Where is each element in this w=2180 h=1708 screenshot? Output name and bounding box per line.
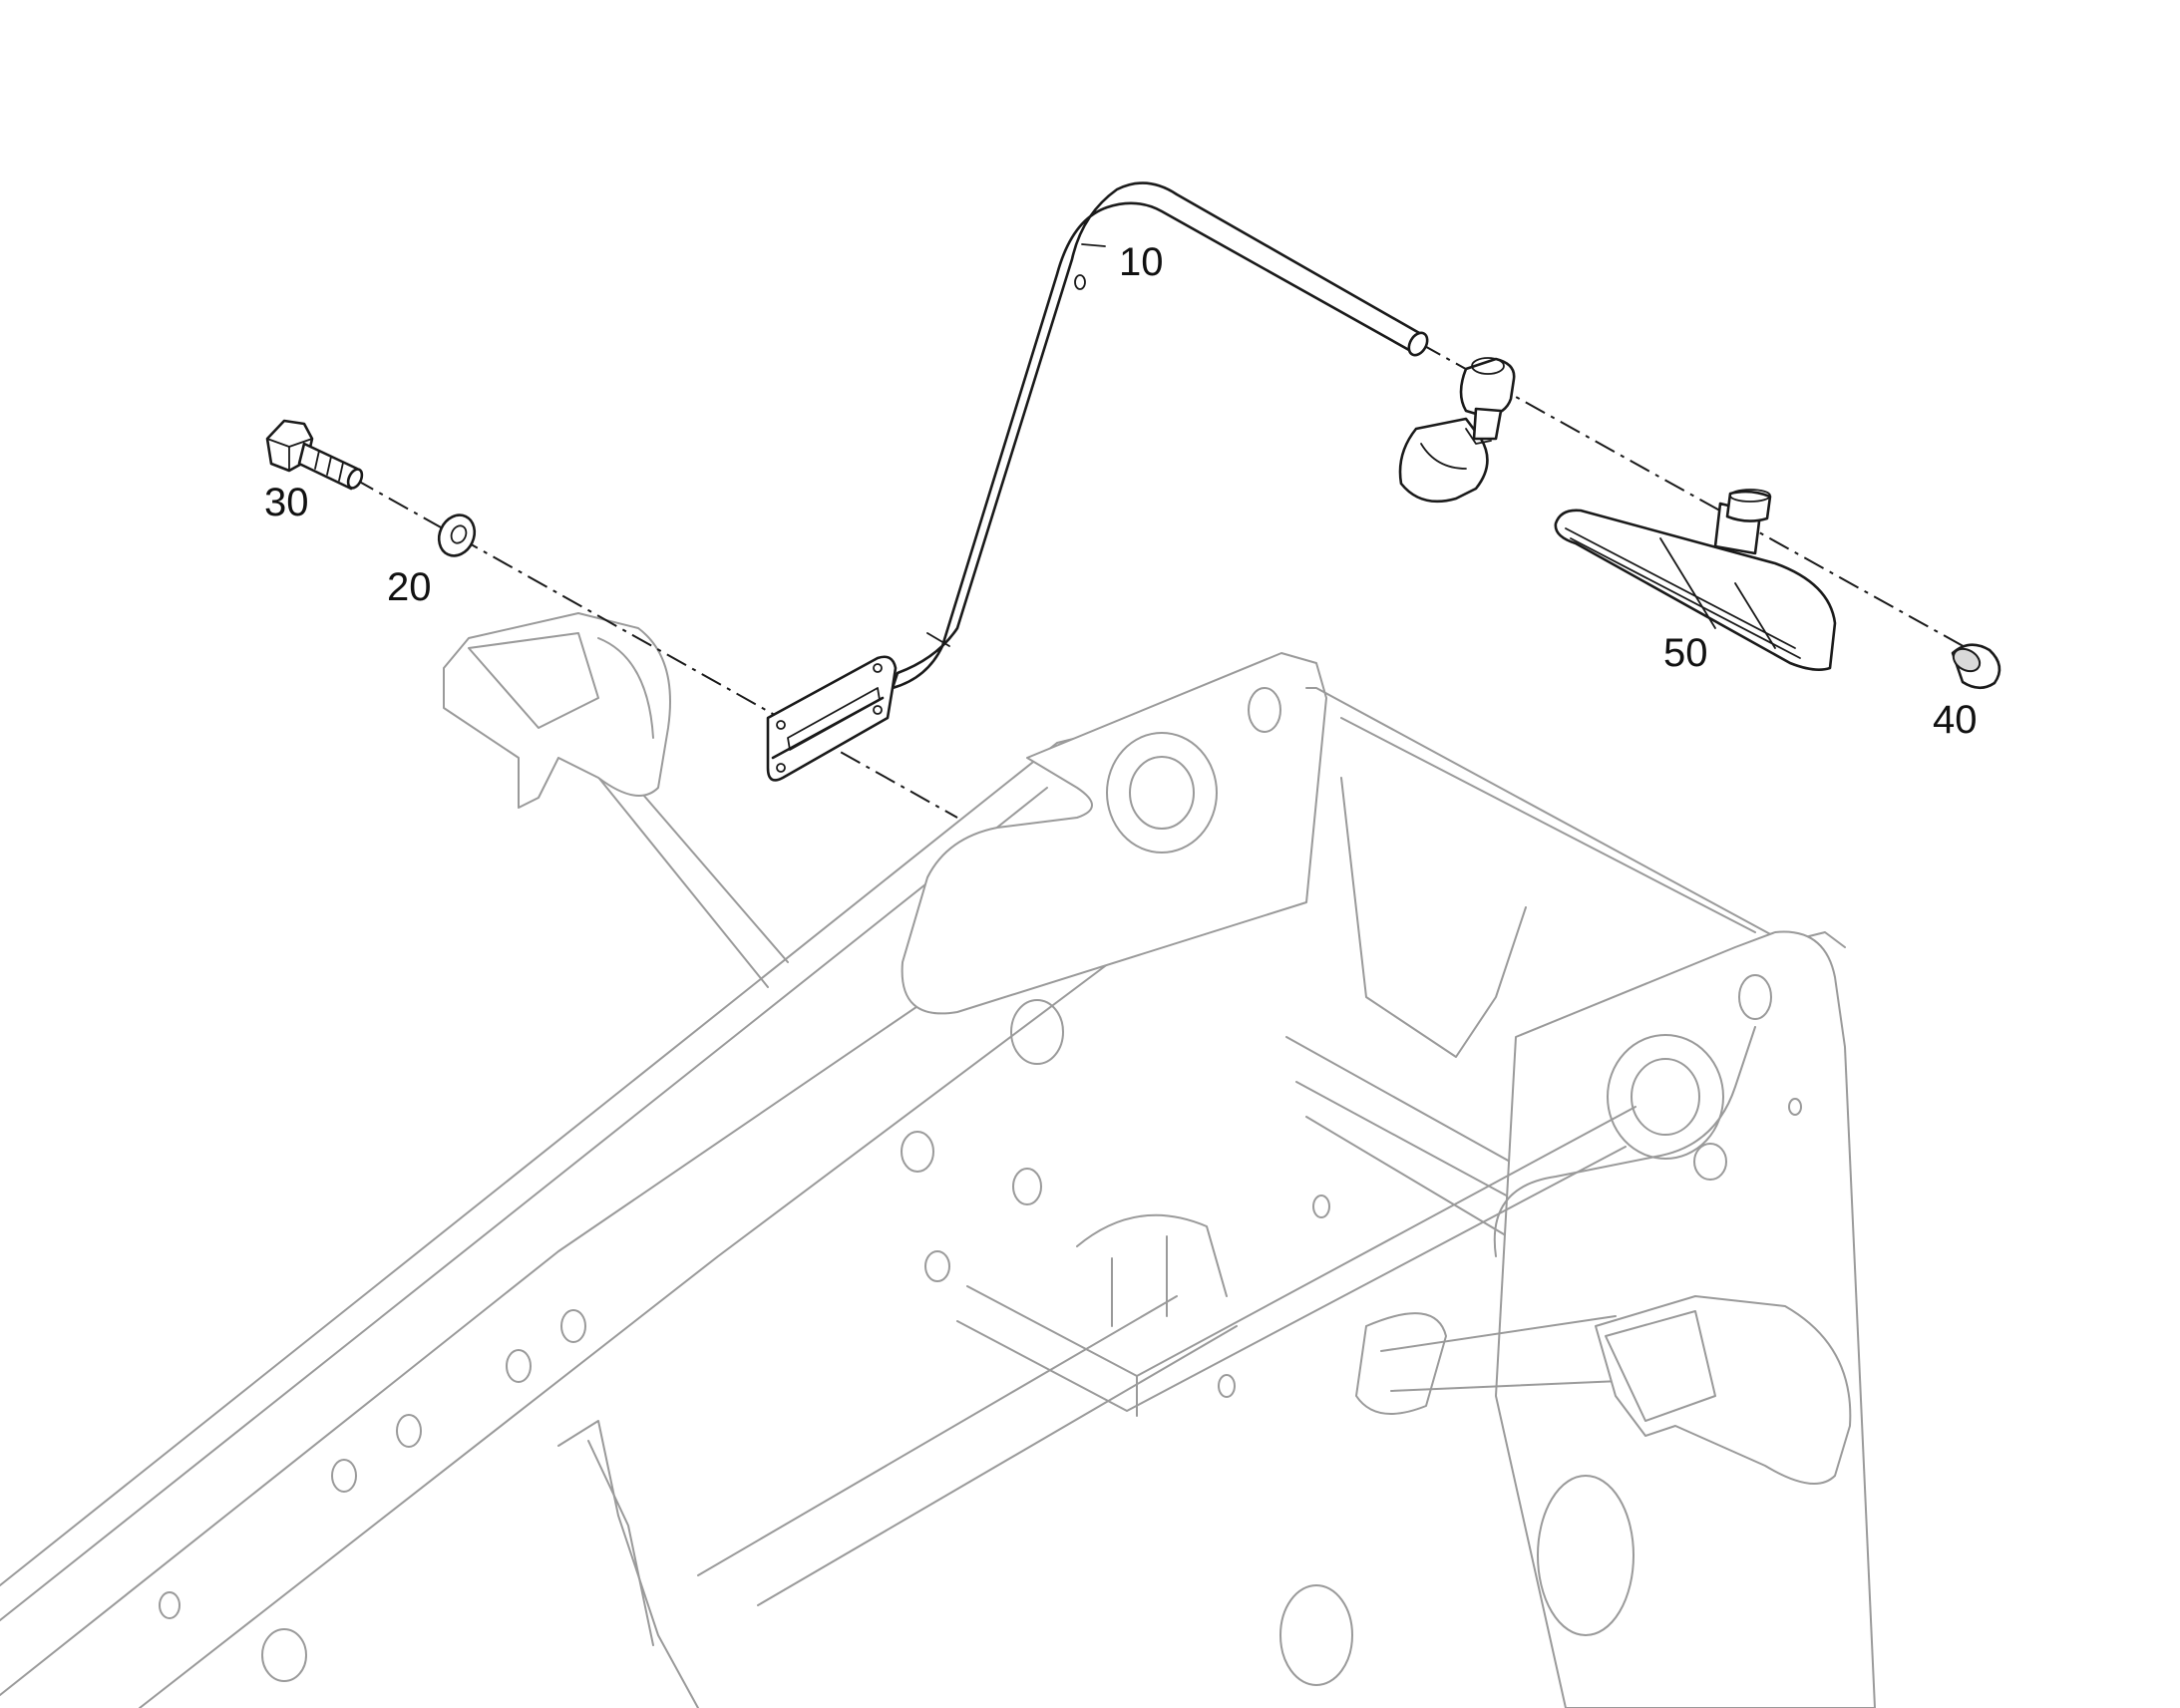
mirror-bracket-part xyxy=(1398,357,1516,504)
mirror-axis xyxy=(1420,343,1986,659)
callout-50: 50 xyxy=(1663,631,1708,675)
callout-10: 10 xyxy=(1119,240,1164,284)
callout-30: 30 xyxy=(264,481,309,524)
callout-40: 40 xyxy=(1933,698,1978,742)
bolt-part xyxy=(265,419,364,491)
assembly-axes xyxy=(353,343,1986,819)
handle-bar-part xyxy=(766,181,1429,782)
bolt-axis xyxy=(353,478,958,819)
mirror-part xyxy=(1554,489,1837,671)
washer-part xyxy=(437,513,477,557)
cap-part xyxy=(1951,643,2001,690)
callout-20: 20 xyxy=(387,565,432,609)
callout-labels: 10 30 20 50 40 xyxy=(264,240,1978,742)
machine-frame xyxy=(0,612,1876,1708)
